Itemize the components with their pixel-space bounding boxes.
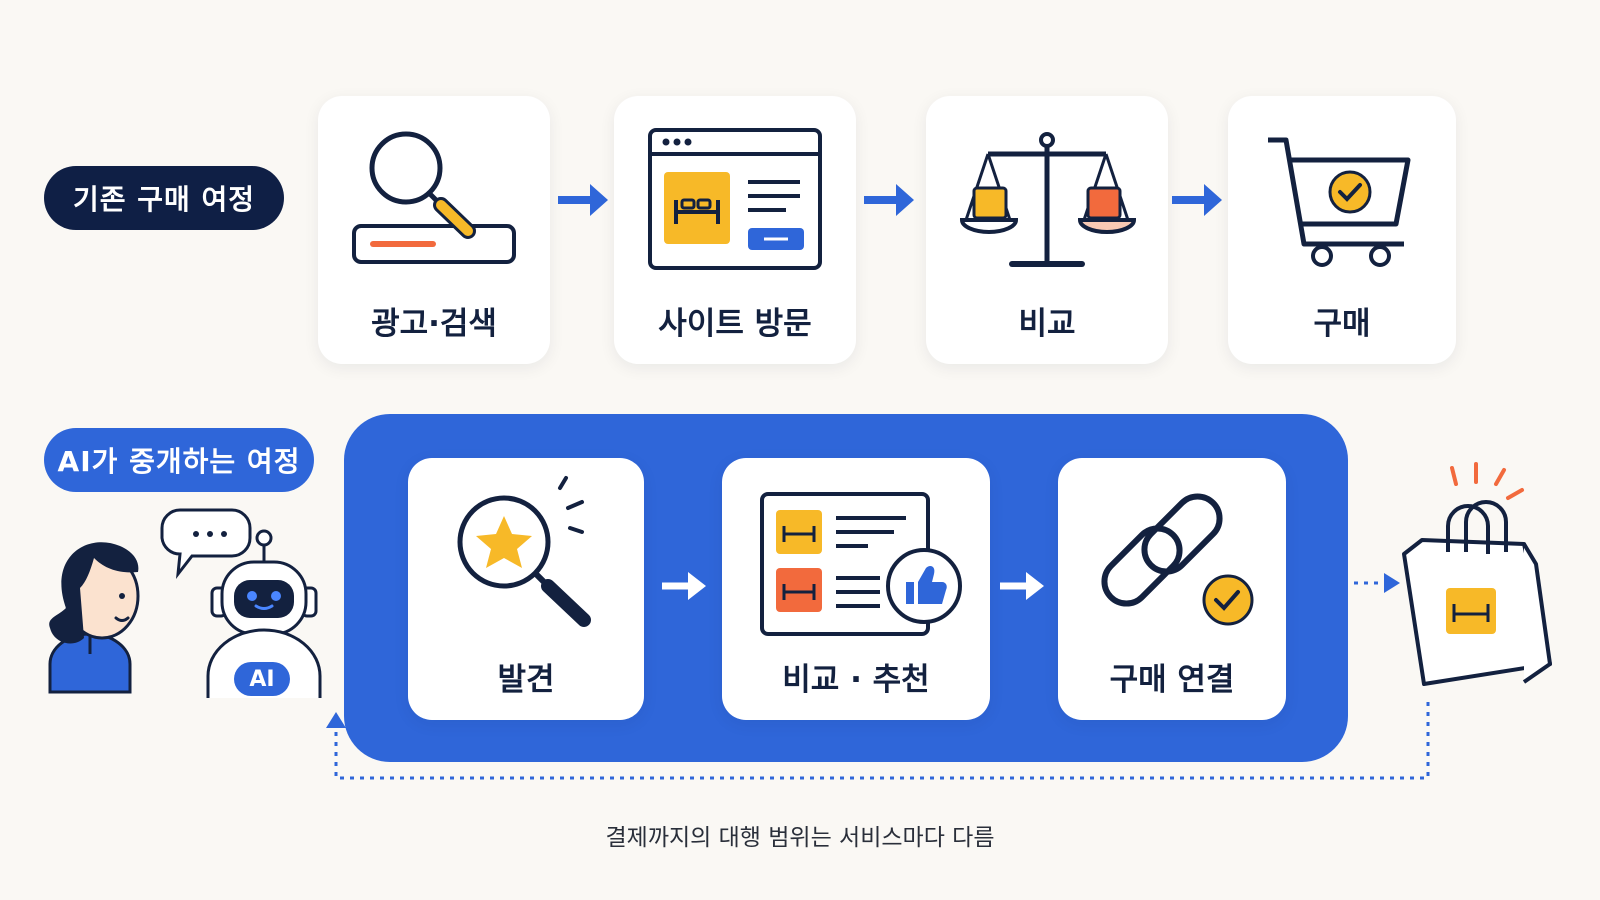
- shopping-cart-check-icon: [1268, 137, 1411, 267]
- person-and-ai-robot-illustration: [48, 508, 322, 698]
- legacy-journey-label: 기존 구매 여정: [44, 166, 284, 230]
- dotted-feedback-loop-arrow: [326, 702, 1430, 780]
- ai-badge: AI: [234, 662, 290, 696]
- step-label: 광고·검색: [371, 306, 497, 342]
- magnifier-search-bar-icon: [352, 131, 516, 264]
- legacy-step-site-visit: 사이트 방문: [614, 96, 856, 364]
- magnifier-star-icon: [457, 476, 591, 627]
- arrow-right-icon: [1000, 572, 1044, 600]
- arrow-right-icon: [864, 184, 914, 216]
- ai-step-discover: 발견: [408, 458, 644, 720]
- ai-step-purchase-link: 구매 연결: [1058, 458, 1286, 720]
- ai-journey-label: AI가 중개하는 여정: [44, 428, 314, 492]
- chain-link-check-icon: [1101, 493, 1254, 626]
- ai-step-compare-recommend: 비교 · 추천: [722, 458, 990, 720]
- shopping-bag-icon: [1402, 462, 1552, 686]
- arrow-right-icon: [662, 572, 706, 600]
- product-list-thumbs-up-icon: [760, 492, 962, 636]
- legacy-step-compare: 비교: [926, 96, 1168, 364]
- legacy-step-ad-search: 광고·검색: [318, 96, 550, 364]
- legacy-step-purchase: 구매: [1228, 96, 1456, 364]
- arrow-right-icon: [558, 184, 608, 216]
- step-label: 발견: [497, 662, 555, 698]
- balance-scale-icon: [959, 132, 1137, 267]
- step-label: 구매: [1313, 306, 1371, 342]
- step-label: 사이트 방문: [658, 306, 812, 342]
- step-label: 비교 · 추천: [782, 662, 930, 698]
- dotted-arrow-right-icon: [1304, 573, 1400, 593]
- person-icon: [48, 542, 140, 694]
- browser-window-icon: [648, 128, 822, 270]
- speech-bubble-icon: [160, 508, 252, 580]
- arrow-right-icon: [1172, 184, 1222, 216]
- delegation-scope-note: 결제까지의 대행 범위는 서비스마다 다름: [605, 825, 995, 851]
- step-label: 구매 연결: [1109, 662, 1235, 698]
- step-label: 비교: [1018, 306, 1076, 342]
